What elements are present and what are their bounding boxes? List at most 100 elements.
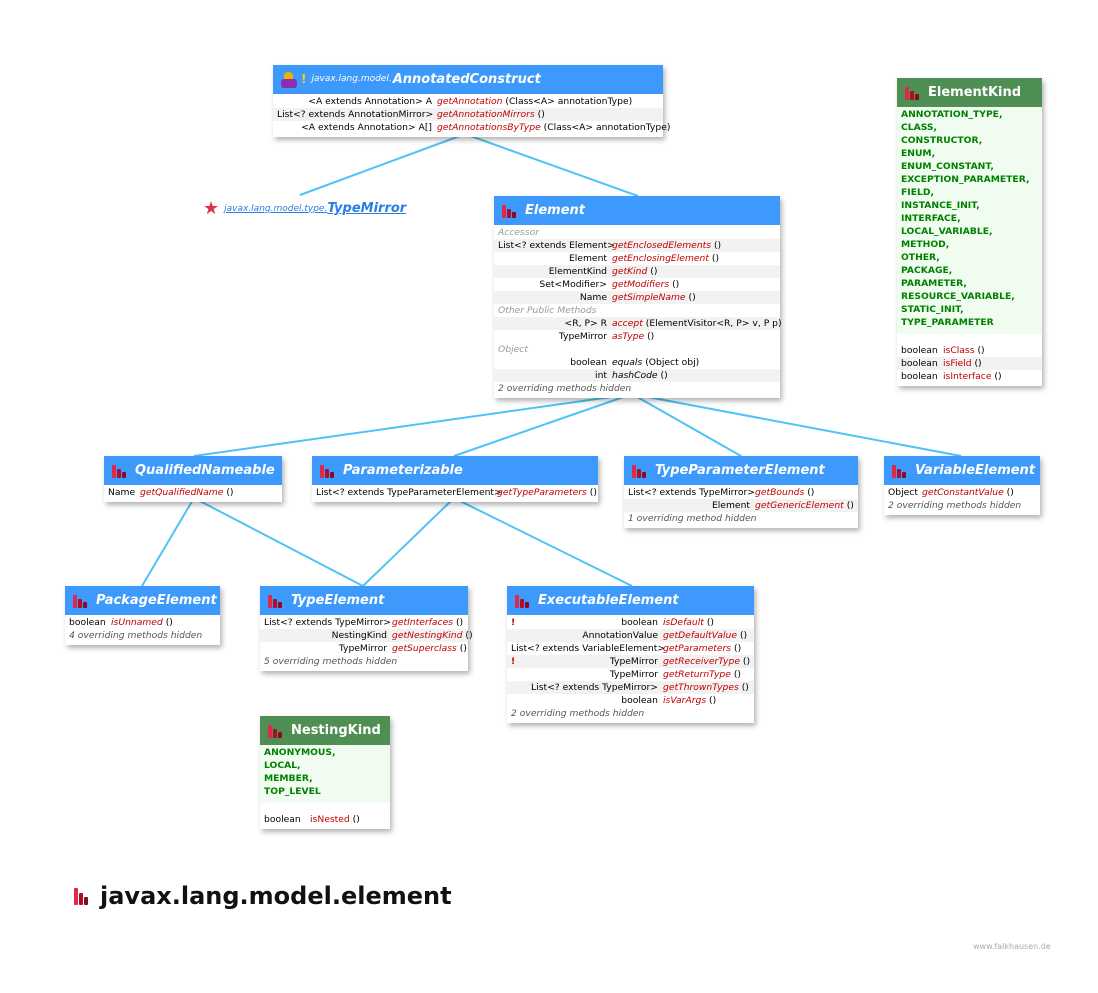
interface-icon [515, 594, 529, 608]
enum-literals: ANNOTATION_TYPE, CLASS, CONSTRUCTOR, ENU… [897, 107, 1042, 334]
enum-literal: CONSTRUCTOR, [901, 135, 983, 146]
class-name: TypeElement [291, 593, 385, 608]
type-element-methods: List<? extends TypeMirror>getInterfaces … [260, 615, 473, 671]
return-type: List<? extends TypeMirror> [264, 617, 391, 628]
nesting-kind-box[interactable]: NestingKind ANONYMOUS, LOCAL, MEMBER, TO… [260, 716, 390, 829]
method-name: getKind [612, 266, 648, 277]
return-type: <A extends Annotation> A[] [301, 122, 432, 133]
method-args: () [739, 630, 748, 641]
method-args: () [165, 617, 173, 628]
method-name: getQualifiedName [140, 487, 224, 498]
method-name: equals [612, 357, 643, 368]
method-row: Set<Modifier> getModifiers () [494, 278, 780, 291]
enum-icon [905, 86, 919, 100]
return-type: boolean [570, 357, 607, 368]
parameterizable-box[interactable]: Parameterizable List<? extends TypeParam… [312, 456, 598, 502]
interface-icon [632, 464, 646, 478]
enum-literal: EXCEPTION_PARAMETER, [901, 174, 1030, 185]
return-type: NestingKind [331, 630, 387, 641]
method-name: isClass [943, 345, 975, 356]
method-name: isDefault [663, 617, 704, 628]
method-name: getThrownTypes [663, 682, 739, 693]
annotated-construct-box[interactable]: ! javax.lang.model. AnnotatedConstruct <… [273, 65, 670, 137]
method-args: () [589, 487, 597, 498]
enum-literal: CLASS, [901, 122, 938, 133]
interface-icon [502, 204, 516, 218]
return-type: boolean [621, 695, 658, 706]
new-api-marker-icon: ! [511, 656, 516, 667]
class-name: Parameterizable [343, 463, 463, 478]
qualified-nameable-methods: Name getQualifiedName () [104, 485, 282, 502]
section-label: Object [498, 344, 528, 355]
enum-literal: ENUM_CONSTANT, [901, 161, 994, 172]
element-kind-header: ElementKind [897, 78, 1042, 107]
method-args: () [537, 109, 545, 120]
return-type: boolean [901, 345, 938, 356]
enum-literal: MEMBER, [264, 773, 313, 784]
method-args: () [226, 487, 234, 498]
return-type: boolean [901, 371, 938, 382]
interface-icon [892, 464, 906, 478]
return-type: TypeMirror [558, 331, 607, 342]
section-label: Other Public Methods [498, 305, 597, 316]
method-args: () [1006, 487, 1014, 498]
type-parameter-element-box[interactable]: TypeParameterElement List<? extends Type… [624, 456, 858, 528]
method-name: getBounds [755, 487, 805, 498]
method-name: getTypeParameters [497, 487, 587, 498]
edge-parameterizable-typeelement [362, 497, 455, 587]
enum-literal: ANNOTATION_TYPE, [901, 109, 1003, 120]
interface-icon [320, 464, 334, 478]
edge-element-typeparameterelement [631, 393, 742, 457]
return-type: List<? extends Element> [498, 240, 615, 251]
new-api-marker-icon: ! [511, 617, 516, 628]
element-box[interactable]: Element Accessor List<? extends Element>… [494, 196, 782, 398]
class-name: VariableElement [915, 463, 1036, 478]
return-type: List<? extends VariableElement> [511, 643, 666, 654]
method-name: isNested [310, 814, 350, 825]
return-type: Element [568, 253, 607, 264]
class-name: ElementKind [928, 85, 1022, 100]
method-row: boolean equals (Object obj) [494, 356, 780, 369]
method-row: Name getQualifiedName () [104, 486, 282, 499]
return-type: Object [888, 487, 918, 498]
return-type: int [595, 370, 607, 381]
interface-icon [73, 594, 87, 608]
edge-annotatedconstruct-element [464, 133, 639, 197]
method-args: () [455, 617, 464, 628]
annotated-construct-header: ! javax.lang.model. AnnotatedConstruct [273, 65, 663, 94]
return-type: Name [108, 487, 136, 498]
return-type: <A extends Annotation> A [308, 96, 432, 107]
method-args: (Object obj) [645, 357, 700, 368]
enum-literal: TOP_LEVEL [264, 786, 321, 797]
type-parameter-element-methods: List<? extends TypeMirror>getBounds () E… [624, 485, 858, 528]
method-row: List<? extends AnnotationMirror>getAnnot… [273, 108, 663, 121]
enum-literal: INTERFACE, [901, 213, 961, 224]
return-type: Set<Modifier> [539, 279, 607, 290]
return-type: <R, P> R [564, 318, 607, 329]
element-kind-box[interactable]: ElementKind ANNOTATION_TYPE, CLASS, CONS… [897, 78, 1042, 386]
method-name: getModifiers [612, 279, 670, 290]
star-icon: ★ [203, 198, 220, 219]
method-args: () [741, 682, 749, 693]
method-args: () [672, 279, 680, 290]
method-args: () [650, 266, 658, 277]
element-header: Element [494, 196, 780, 225]
type-mirror-link[interactable]: ★ javax.lang.model.type. TypeMirror [203, 198, 406, 219]
type-element-box[interactable]: TypeElement List<? extends TypeMirror>ge… [260, 586, 473, 671]
class-name: NestingKind [291, 723, 381, 738]
